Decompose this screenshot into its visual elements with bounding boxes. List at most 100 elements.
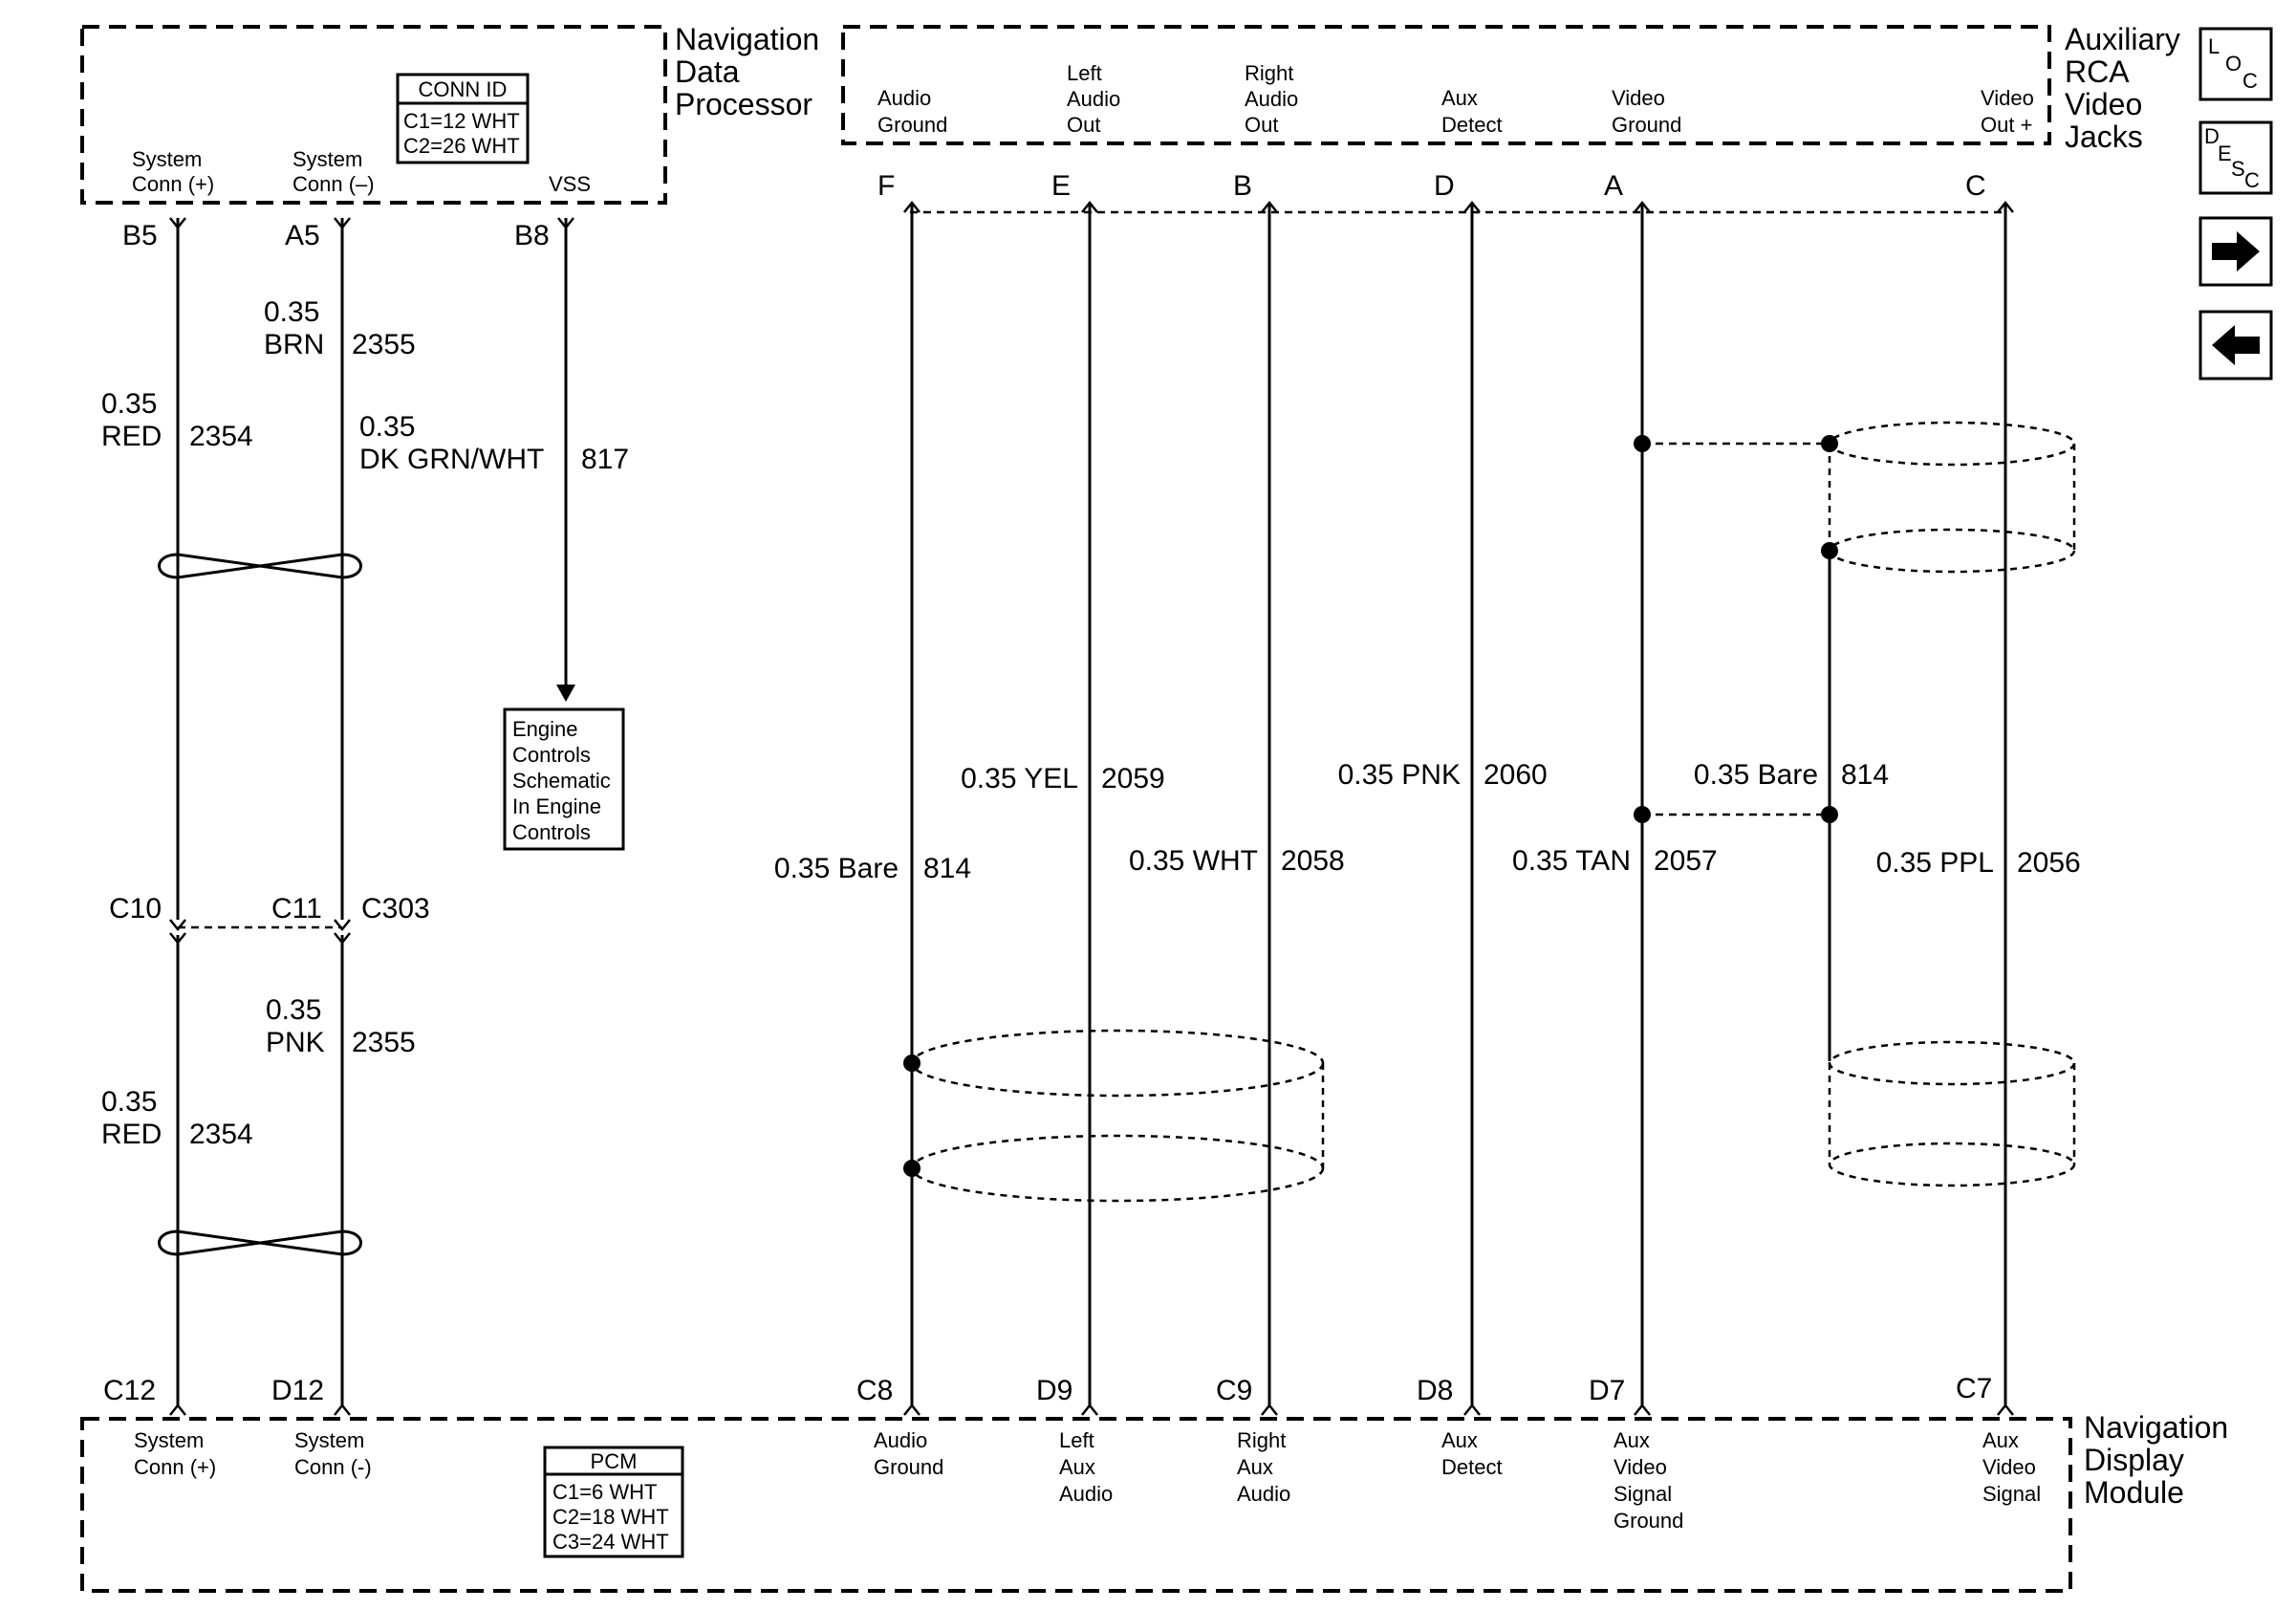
twisted-pair-upper	[158, 553, 362, 579]
video-ground-splice	[1634, 806, 1838, 823]
conn-id-table: CONN ID C1=12 WHT C2=26 WHT	[396, 73, 530, 164]
wire-red-gauge-lower: 0.35	[101, 1086, 157, 1118]
wire-tan-circuit: 2057	[1654, 845, 1718, 877]
wire-brn-gauge: 0.35	[264, 296, 319, 328]
pin-b: B	[1233, 170, 1252, 202]
rca-name-line3: Video	[2065, 87, 2142, 121]
rca-right-audio-line3: Out	[1245, 113, 1278, 137]
engine-ref-line4: In Engine	[512, 794, 601, 818]
next-page-button[interactable]	[2199, 216, 2273, 287]
wire-ppl-label: 0.35 PPL	[1876, 847, 1994, 879]
ndm-aux-video-sig-line3: Signal	[1982, 1482, 2041, 1506]
ndm-left-aux-line3: Audio	[1059, 1482, 1113, 1506]
pcm-id-c1: C1=6 WHT	[552, 1480, 657, 1504]
connector-chevrons-ndp	[169, 217, 574, 230]
pin-d: D	[1434, 170, 1455, 202]
rca-audio-ground-line2: Ground	[877, 113, 947, 137]
ndm-right-aux-line3: Audio	[1237, 1482, 1290, 1506]
wire-grn-circuit: 817	[581, 444, 629, 475]
previous-page-button[interactable]	[2199, 310, 2273, 381]
rca-right-audio-line2: Audio	[1245, 87, 1298, 111]
pin-d8: D8	[1417, 1375, 1453, 1406]
pin-f: F	[877, 170, 895, 202]
ndm-aux-detect-line1: Aux	[1441, 1428, 1478, 1452]
conn-id-c2: C2=26 WHT	[403, 134, 520, 158]
engine-controls-reference[interactable]: Engine Controls Schematic In Engine Cont…	[503, 707, 625, 851]
ndm-sys-pos-line2: Conn (+)	[134, 1455, 216, 1479]
right-arrow-icon	[2212, 231, 2260, 272]
twisted-pair-lower	[158, 1229, 362, 1256]
ndm-left-aux-line1: Left	[1059, 1428, 1094, 1452]
pin-a: A	[1604, 170, 1623, 202]
wire-red-circuit-lower: 2354	[189, 1119, 253, 1150]
ndm-aux-video-gnd-line2: Video	[1614, 1455, 1667, 1479]
ndm-left-aux-line2: Aux	[1059, 1455, 1095, 1479]
rca-name-line2: RCA	[2065, 54, 2130, 89]
ndp-name-line3: Processor	[675, 87, 812, 121]
wire-red-circuit-upper: 2354	[189, 421, 253, 452]
inline-connector-c303	[169, 919, 351, 946]
ndm-name-line3: Module	[2084, 1475, 2184, 1510]
pcm-id-c2: C2=18 WHT	[552, 1505, 669, 1529]
wire-red-gauge-upper: 0.35	[101, 388, 157, 420]
wire-grn-color: DK GRN/WHT	[359, 444, 544, 475]
pin-c10: C10	[109, 893, 162, 925]
loc-letter-o: O	[2225, 52, 2242, 76]
pcm-id-table: PCM C1=6 WHT C2=18 WHT C3=24 WHT	[543, 1446, 684, 1558]
navigation-display-module-box	[80, 1417, 2072, 1593]
loc-button[interactable]: L O C	[2199, 27, 2273, 101]
engine-ref-line2: Controls	[512, 743, 591, 767]
ndm-aux-video-gnd-line1: Aux	[1614, 1428, 1650, 1452]
wire-pnk-circuit: 2355	[352, 1027, 416, 1058]
pin-a5: A5	[285, 220, 320, 251]
ndp-name-line1: Navigation	[675, 22, 819, 56]
ndm-right-aux-line2: Aux	[1237, 1455, 1273, 1479]
ndp-sys-neg-line1: System	[292, 147, 362, 171]
wire-tan-label: 0.35 TAN	[1512, 845, 1631, 877]
ndm-right-aux-line1: Right	[1237, 1428, 1286, 1452]
wire-grn-gauge: 0.35	[359, 411, 415, 443]
wire-bare2-circuit: 814	[1841, 759, 1889, 791]
wire-bare1-circuit: 814	[923, 853, 971, 884]
audio-shield	[903, 1029, 1325, 1203]
rca-name-line4: Jacks	[2065, 120, 2143, 154]
wire-yel-circuit: 2059	[1101, 763, 1165, 794]
left-arrow-icon	[2212, 325, 2260, 365]
rca-video-out-line1: Video	[1981, 86, 2034, 110]
ndm-aux-video-sig-line1: Aux	[1982, 1428, 2019, 1452]
wire-yel-label: 0.35 YEL	[961, 763, 1078, 794]
rca-audio-ground-line1: Audio	[877, 86, 931, 110]
pin-c: C	[1965, 170, 1986, 202]
pin-d12: D12	[271, 1375, 324, 1406]
rca-video-out-line2: Out +	[1981, 113, 2032, 137]
pin-c9: C9	[1216, 1375, 1252, 1406]
engine-ref-line5: Controls	[512, 820, 591, 844]
ndm-aux-detect-line2: Detect	[1441, 1455, 1503, 1479]
ndm-aux-video-gnd-line4: Ground	[1614, 1509, 1683, 1533]
wire-wht-circuit: 2058	[1281, 845, 1345, 877]
wire-wht-label: 0.35 WHT	[1129, 845, 1258, 877]
ndp-vss-label: VSS	[549, 172, 591, 196]
ndm-sys-neg-line1: System	[294, 1428, 364, 1452]
ndm-sys-neg-line2: Conn (-)	[294, 1455, 372, 1479]
rca-video-ground-line2: Ground	[1612, 113, 1681, 137]
rca-left-audio-line3: Out	[1067, 113, 1100, 137]
rca-aux-detect-line1: Aux	[1441, 86, 1478, 110]
desc-button[interactable]: D E S C	[2199, 120, 2273, 195]
rca-aux-detect-line2: Detect	[1441, 113, 1503, 137]
conn-id-title: CONN ID	[419, 77, 508, 101]
wire-bare1-label: 0.35 Bare	[774, 853, 899, 884]
pin-d7: D7	[1589, 1375, 1625, 1406]
ndp-sys-neg-line2: Conn (–)	[292, 172, 375, 196]
ndp-sys-pos-line1: System	[132, 147, 202, 171]
ndm-name-line2: Display	[2084, 1443, 2184, 1477]
wire-817-arrowhead	[556, 685, 575, 702]
video-shield-lower	[1828, 1040, 2076, 1187]
pcm-id-title: PCM	[591, 1449, 638, 1473]
ndm-aux-video-gnd-line3: Signal	[1614, 1482, 1672, 1506]
pin-b5: B5	[122, 220, 158, 251]
engine-ref-line3: Schematic	[512, 769, 611, 793]
desc-letter-e: E	[2218, 141, 2232, 165]
wire-pnk-right-label: 0.35 PNK	[1338, 759, 1461, 791]
